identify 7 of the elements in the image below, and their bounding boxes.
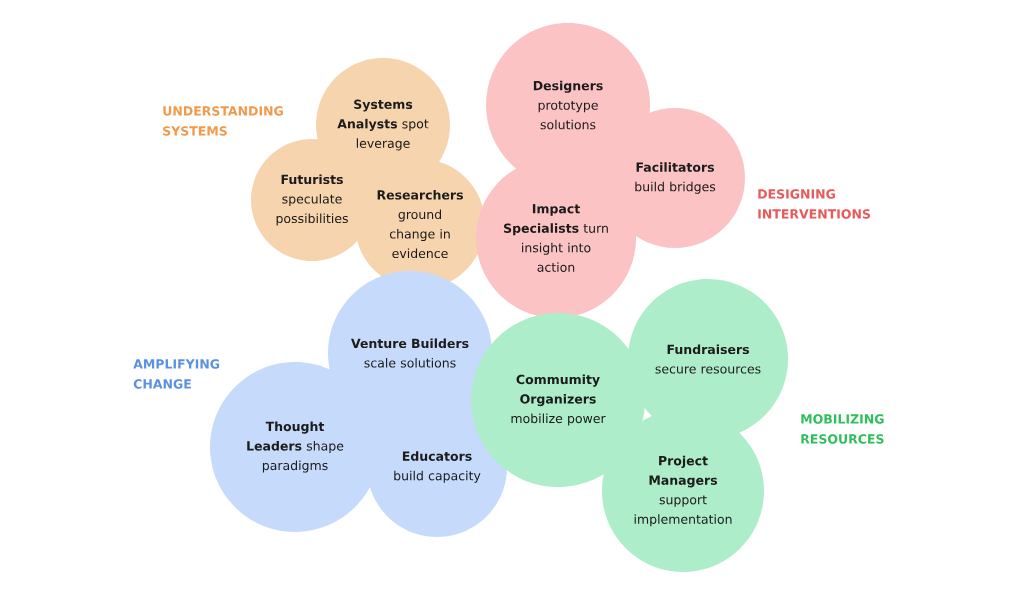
cluster-label: MOBILIZING RESOURCES [801,414,884,444]
cluster-label: UNDERSTANDING SYSTEMS [163,106,283,136]
node-label: Designers prototype solutions [533,80,603,130]
node-label: Researchers ground change in evidence [377,189,463,259]
node-label: Impact Specialists turn insight into action [504,204,608,272]
cluster-label: DESIGNING INTERVENTIONS [758,189,871,219]
node-label: Fundraisers secure resources [655,344,761,374]
